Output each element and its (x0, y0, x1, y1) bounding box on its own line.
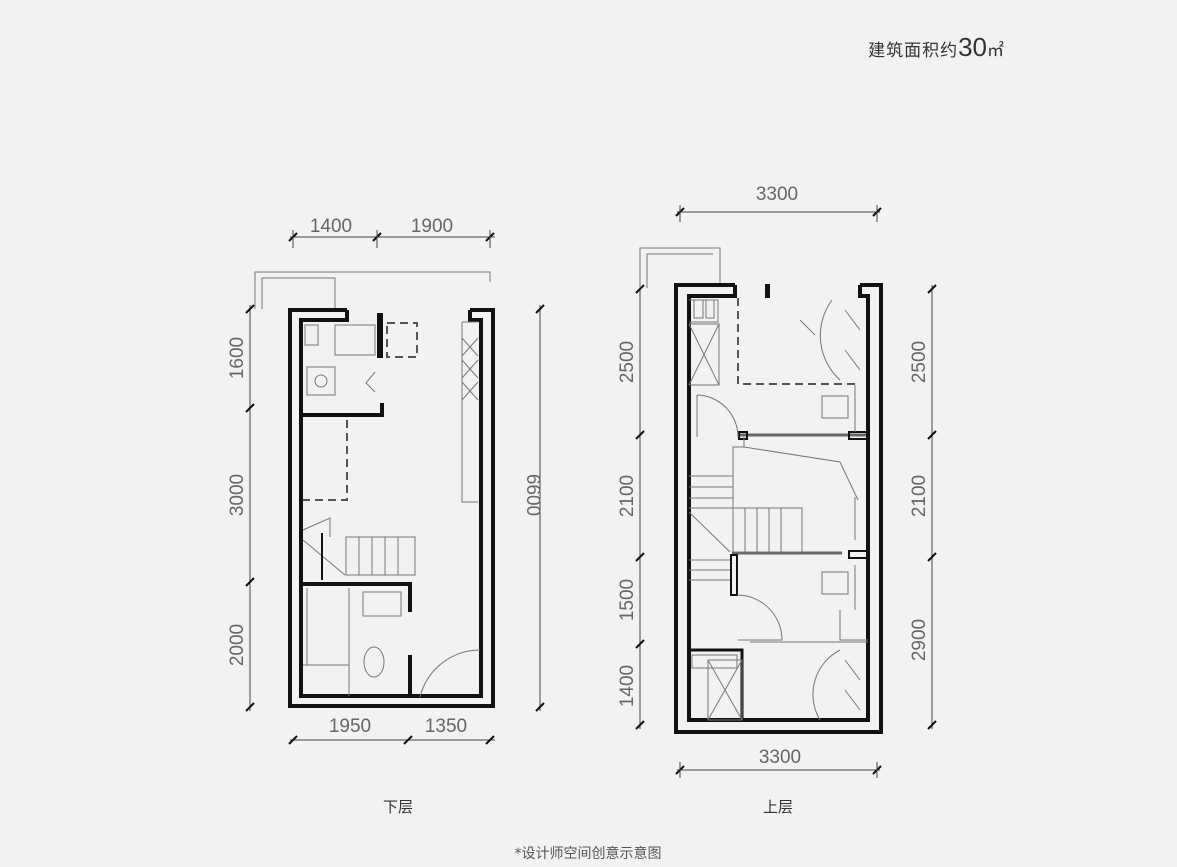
shelf-icon (691, 654, 738, 669)
sink-icon (334, 324, 376, 356)
upper-right-dimension: 2500 2100 2900 (909, 284, 937, 730)
exterior-wall (674, 283, 883, 734)
wardrobe-icon (461, 321, 479, 503)
column (377, 313, 383, 358)
column (765, 284, 770, 298)
dim-label: 3300 (759, 747, 801, 768)
lower-right-dimension: 6600 (522, 304, 545, 712)
stairs-icon (688, 437, 859, 581)
lower-bottom-dimension: 1950 1350 (288, 716, 495, 745)
lower-floor-title: 下层 (383, 798, 413, 816)
upper-floor-plan: 3300 2500 2100 1500 1400 2500 2100 2900 … (617, 184, 937, 816)
dim-label: 1600 (227, 337, 248, 379)
wardrobe-icon (688, 323, 720, 386)
building-area-label: 建筑面积约30㎡ (868, 32, 1005, 63)
area-unit: ㎡ (987, 41, 1005, 61)
dim-label: 6600 (522, 474, 543, 516)
wardrobe-icon (707, 659, 743, 721)
dim-label: 1400 (617, 665, 638, 707)
upper-bottom-dimension: 3300 (675, 747, 882, 778)
kitchen-wall (301, 403, 384, 417)
stairs-icon (302, 517, 416, 580)
lower-top-dimension: 1400 1900 (288, 216, 495, 248)
exterior-wall (288, 308, 495, 708)
bedroom-door (736, 594, 783, 641)
footer-note: *设计师空间创意示意图 (515, 845, 662, 862)
bathroom-wall (301, 582, 412, 612)
balcony-rail (254, 271, 491, 309)
column (848, 431, 868, 440)
chair-icon (821, 395, 849, 419)
area-value: 30 (958, 32, 987, 62)
column (848, 550, 868, 559)
bed-outline (303, 420, 348, 501)
dim-label: 2900 (909, 619, 930, 661)
dim-label: 2000 (227, 624, 248, 666)
toilet-icon (363, 646, 385, 678)
dim-label: 1950 (329, 716, 371, 737)
lower-floor-plan: 1400 1900 1600 3000 2000 6600 1950 1350 (227, 216, 545, 816)
column (738, 431, 748, 440)
dim-label: 1400 (310, 216, 352, 237)
washbasin-icon (362, 591, 402, 617)
area-text: 建筑面积约 (868, 41, 959, 61)
chair-icon (821, 571, 849, 595)
curtain-icon (750, 641, 868, 721)
stove-icon (306, 366, 336, 396)
column (730, 554, 738, 596)
upper-left-dimension: 2500 2100 1500 1400 (617, 284, 645, 730)
appliance-outline (386, 322, 418, 358)
curtain-icon (799, 299, 861, 381)
upper-floor-title: 上层 (763, 798, 793, 816)
shaft-icon (689, 299, 719, 323)
dim-label: 1350 (425, 716, 467, 737)
bedroom-door (696, 394, 739, 438)
dim-label: 1900 (411, 216, 453, 237)
bed-outline (737, 298, 858, 385)
dim-label: 2500 (909, 341, 930, 383)
balcony-rail (639, 247, 721, 288)
dim-label: 1500 (617, 579, 638, 621)
burner-icon (314, 374, 328, 388)
desk-icon (839, 385, 868, 641)
entry-door (419, 649, 481, 698)
dim-label: 3000 (227, 474, 248, 516)
lower-left-dimension: 1600 3000 2000 (227, 304, 255, 712)
dim-label: 3300 (756, 184, 798, 205)
dim-label: 2500 (617, 341, 638, 383)
shower-icon (303, 588, 350, 696)
upper-top-dimension: 3300 (675, 184, 882, 222)
dim-label: 2100 (617, 475, 638, 517)
dim-label: 2100 (909, 475, 930, 517)
folding-door (365, 371, 376, 393)
fridge-icon (304, 324, 319, 346)
